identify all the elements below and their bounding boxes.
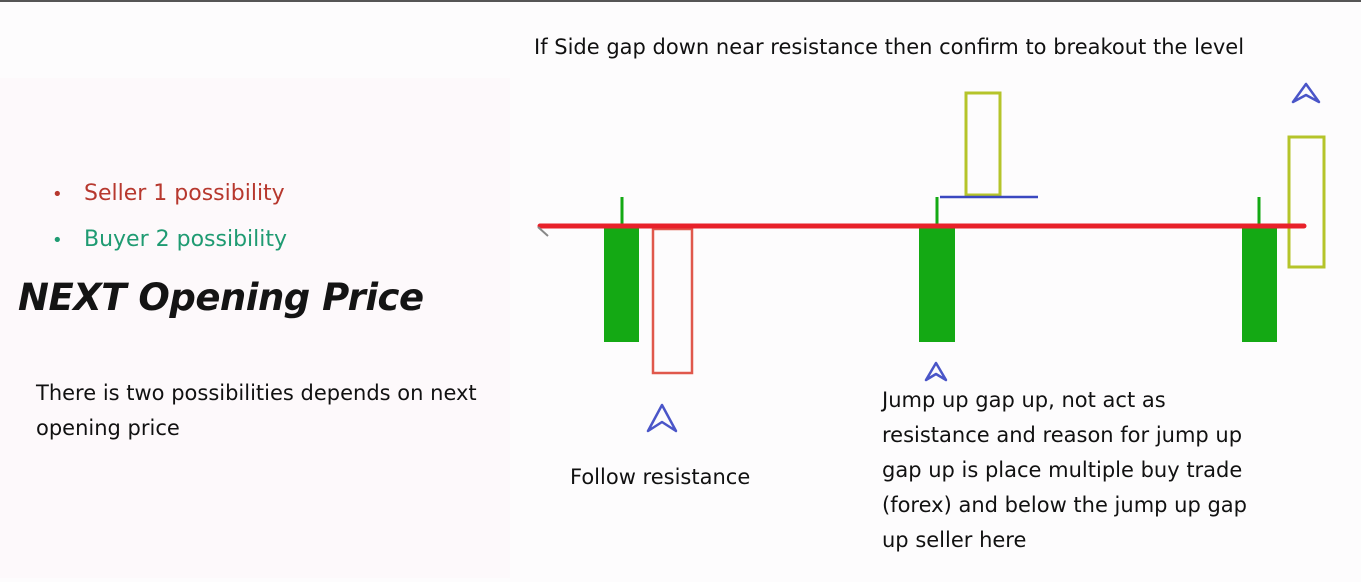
candle-1-green xyxy=(604,228,639,342)
cursor-mark-icon xyxy=(537,226,549,237)
candle-1-red-gap-down xyxy=(651,227,694,375)
arrow-up-icon xyxy=(924,361,948,382)
arrow-up-icon xyxy=(646,403,678,433)
candle-2-yellow-gap-up xyxy=(964,91,1002,197)
note-follow-resistance: Follow resistance xyxy=(570,465,751,489)
top-border xyxy=(0,0,1361,2)
candle-3-yellow-breakout xyxy=(1287,135,1326,269)
bullet-seller-text: Seller 1 possibility xyxy=(84,181,285,206)
candle-2-green xyxy=(919,228,955,342)
note-side-gap-down: If Side gap down near resistance then co… xyxy=(534,35,1245,59)
arrow-up-icon xyxy=(1291,82,1321,104)
bullet-dot: • xyxy=(52,230,63,251)
bullet-seller: • Seller 1 possibility xyxy=(52,176,287,222)
note-jump-up-gap-up: Jump up gap up, not act as resistance an… xyxy=(882,388,1248,552)
bullet-buyer-text: Buyer 2 possibility xyxy=(84,227,288,252)
bullet-buyer: • Buyer 2 possibility xyxy=(52,222,287,268)
bullet-list: • Seller 1 possibility • Buyer 2 possibili… xyxy=(52,176,287,268)
bullet-dot: • xyxy=(52,184,63,205)
left-panel xyxy=(0,78,510,578)
candle-3-green xyxy=(1242,228,1277,342)
page-title: NEXT Opening Price xyxy=(18,276,424,319)
note-two-possibilities: There is two possibilities depends on ne… xyxy=(36,381,477,440)
